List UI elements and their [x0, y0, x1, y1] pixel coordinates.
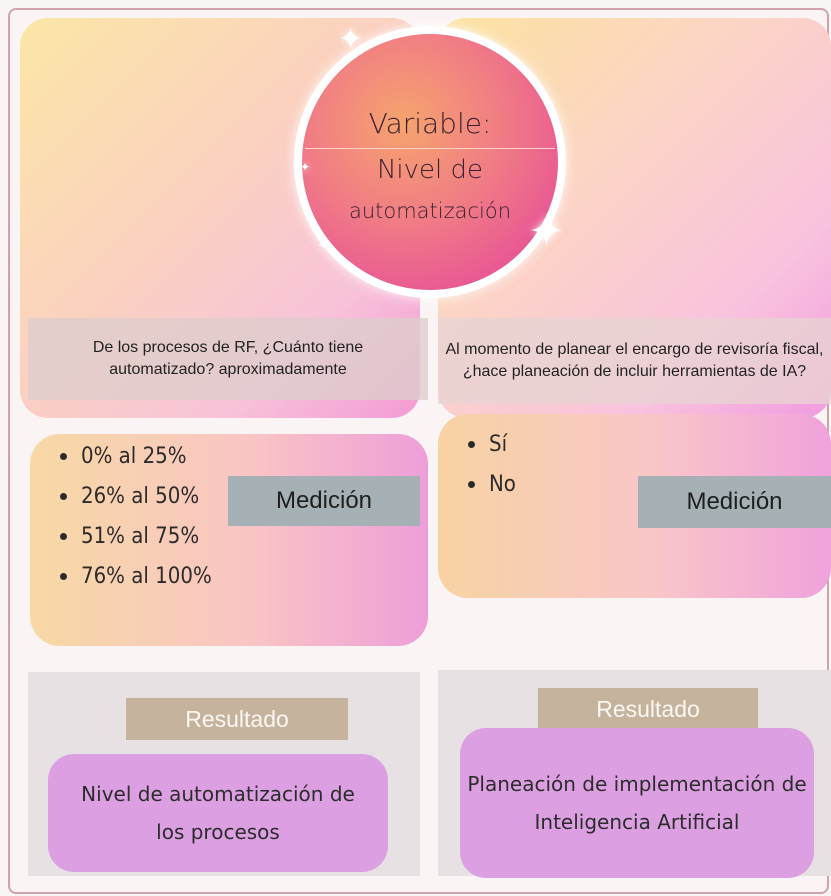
left-result-box: Nivel de automatización de los procesos [48, 754, 388, 872]
left-question: De los procesos de RF, ¿Cuánto tiene aut… [28, 318, 428, 400]
right-question-text: Al momento de planear el encargo de revi… [445, 341, 824, 380]
left-measurement-panel [30, 434, 428, 646]
right-result-label: Resultado [538, 688, 758, 730]
bullet-icon [60, 572, 67, 580]
right-result-text: Planeación de implementación de Intelige… [467, 772, 807, 834]
list-item: 26% al 50% [60, 476, 212, 516]
sparkle-icon: ✦ [300, 160, 311, 174]
right-measurement-label: Medición [638, 476, 831, 528]
sparkle-icon: ✦ [318, 240, 327, 251]
variable-name-line2: automatización [348, 199, 512, 223]
left-measurement-label: Medición [228, 476, 420, 526]
bullet-icon [60, 452, 67, 460]
variable-name-line1: Nivel de [376, 155, 484, 185]
variable-title: Variable: [368, 107, 492, 140]
left-question-text: De los procesos de RF, ¿Cuánto tiene aut… [92, 339, 364, 378]
right-result-box: Planeación de implementación de Intelige… [460, 728, 814, 878]
left-options-list: 0% al 25% 26% al 50% 51% al 75% 76% al 1… [60, 436, 212, 596]
right-question: Al momento de planear el encargo de revi… [438, 318, 831, 404]
variable-circle: Variable: Nivel de automatización [302, 34, 558, 290]
list-item: No [468, 464, 516, 504]
list-item: 51% al 75% [60, 516, 212, 556]
sparkle-icon: ✦ [338, 23, 364, 56]
right-options-list: Sí No [468, 424, 516, 504]
list-item: Sí [468, 424, 516, 464]
bullet-icon [468, 440, 475, 448]
variable-divider [305, 148, 555, 149]
bullet-icon [468, 480, 475, 488]
list-item: 0% al 25% [60, 436, 212, 476]
sparkle-icon: ✦ [528, 207, 565, 256]
list-item: 76% al 100% [60, 556, 212, 596]
left-result-label: Resultado [126, 698, 348, 740]
bullet-icon [60, 532, 67, 540]
bullet-icon [60, 492, 67, 500]
left-result-text: Nivel de automatización de los procesos [81, 782, 355, 844]
